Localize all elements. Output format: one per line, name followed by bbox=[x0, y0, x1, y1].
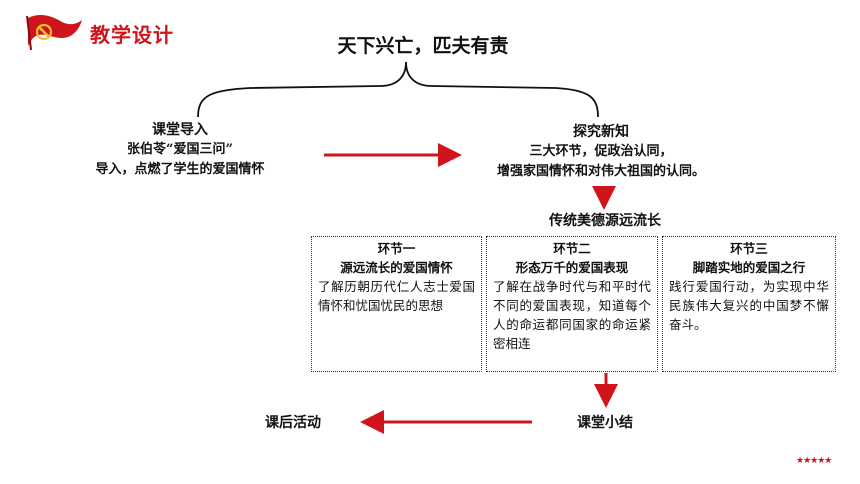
stage-2-title: 环节二 bbox=[553, 241, 591, 256]
stage-3-subtitle: 脚踏实地的爱国之行 bbox=[692, 260, 806, 275]
node-intro-line2: 导入，点燃了学生的爱国情怀 bbox=[95, 162, 265, 177]
node-explore-line2: 增强家国情怀和对伟大祖国的认同。 bbox=[496, 164, 705, 179]
party-flag-logo-icon bbox=[26, 15, 82, 51]
header-title: 教学设计 bbox=[90, 23, 174, 47]
brace-line bbox=[197, 61, 599, 118]
node-intro-heading: 课堂导入 bbox=[152, 122, 208, 138]
stage-box-1: 环节一 源远流长的爱国情怀 了解历朝历代仁人志士爱国情怀和忧国忧民的思想 bbox=[311, 236, 482, 372]
node-class-summary: 课堂小结 bbox=[577, 415, 633, 431]
stage-1-title: 环节一 bbox=[377, 241, 416, 256]
rating-stars: ★★★★★ bbox=[796, 456, 832, 466]
stage-3-desc: 践行爱国行动，为实现中华民族伟大复兴的中国梦不懈奋斗。 bbox=[669, 279, 829, 332]
node-tradition: 传统美德源远流长 bbox=[549, 213, 661, 229]
stage-1-desc: 了解历朝历代仁人志士爱国情怀和忧国忧民的思想 bbox=[318, 279, 475, 313]
node-after-class: 课后活动 bbox=[265, 415, 321, 431]
node-explore-line1: 三大环节，促政治认同， bbox=[529, 144, 673, 159]
stage-1-subtitle: 源远流长的爱国情怀 bbox=[340, 260, 453, 275]
stage-2-desc: 了解在战争时代与和平时代不同的爱国表现，知道每个人的命运都同国家的命运紧密相连 bbox=[493, 279, 651, 351]
main-title: 天下兴亡，匹夫有责 bbox=[337, 35, 509, 57]
stage-box-3: 环节三 脚踏实地的爱国之行 践行爱国行动，为实现中华民族伟大复兴的中国梦不懈奋斗… bbox=[662, 236, 836, 372]
node-explore-new: 探究新知 三大环节，促政治认同， 增强家国情怀和对伟大祖国的认同。 bbox=[466, 122, 736, 182]
node-intro-line1: 张伯苓“爱国三问” bbox=[127, 142, 233, 157]
stage-2-subtitle: 形态万千的爱国表现 bbox=[515, 260, 629, 275]
stage-3-title: 环节三 bbox=[730, 241, 768, 256]
stage-box-2: 环节二 形态万千的爱国表现 了解在战争时代与和平时代不同的爱国表现，知道每个人的… bbox=[486, 236, 658, 372]
node-explore-heading: 探究新知 bbox=[573, 124, 629, 140]
node-class-intro: 课堂导入 张伯苓“爱国三问” 导入，点燃了学生的爱国情怀 bbox=[80, 120, 280, 180]
